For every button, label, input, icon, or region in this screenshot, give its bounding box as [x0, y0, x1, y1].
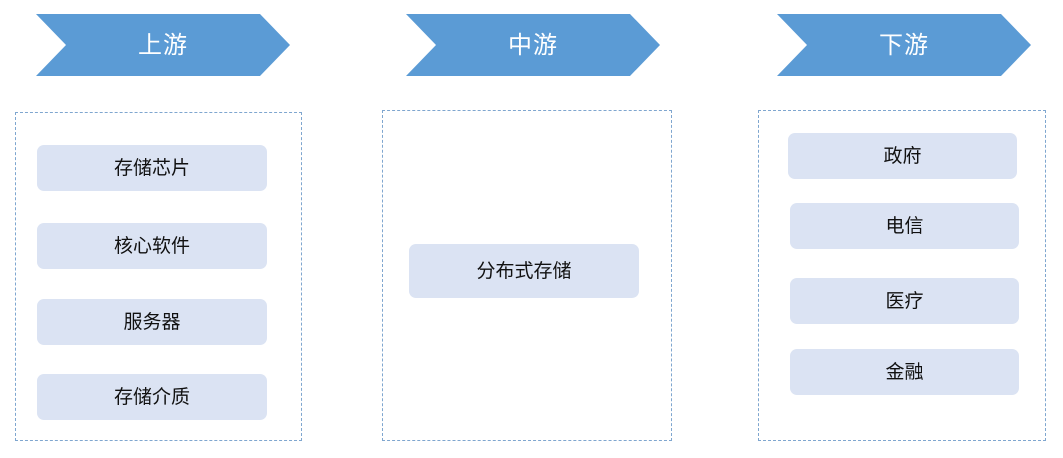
chevron-shape — [36, 14, 290, 76]
chevron-shape — [777, 14, 1031, 76]
chevron-shape — [406, 14, 660, 76]
midstream-title: 中游 — [508, 31, 558, 59]
downstream-panel — [758, 110, 1046, 441]
upstream-panel — [15, 112, 302, 441]
downstream-item: 医疗 — [790, 278, 1019, 324]
upstream-item: 核心软件 — [37, 223, 267, 269]
upstream-item: 存储介质 — [37, 374, 267, 420]
upstream-item: 服务器 — [37, 299, 267, 345]
midstream-header: 中游 — [406, 14, 660, 76]
downstream-item: 金融 — [790, 349, 1019, 395]
midstream-item: 分布式存储 — [409, 244, 639, 298]
downstream-header: 下游 — [777, 14, 1031, 76]
upstream-header: 上游 — [36, 14, 290, 76]
upstream-title: 上游 — [138, 31, 188, 59]
midstream-panel — [382, 110, 672, 441]
downstream-item: 电信 — [790, 203, 1019, 249]
upstream-item: 存储芯片 — [37, 145, 267, 191]
downstream-title: 下游 — [879, 31, 929, 59]
downstream-item: 政府 — [788, 133, 1017, 179]
